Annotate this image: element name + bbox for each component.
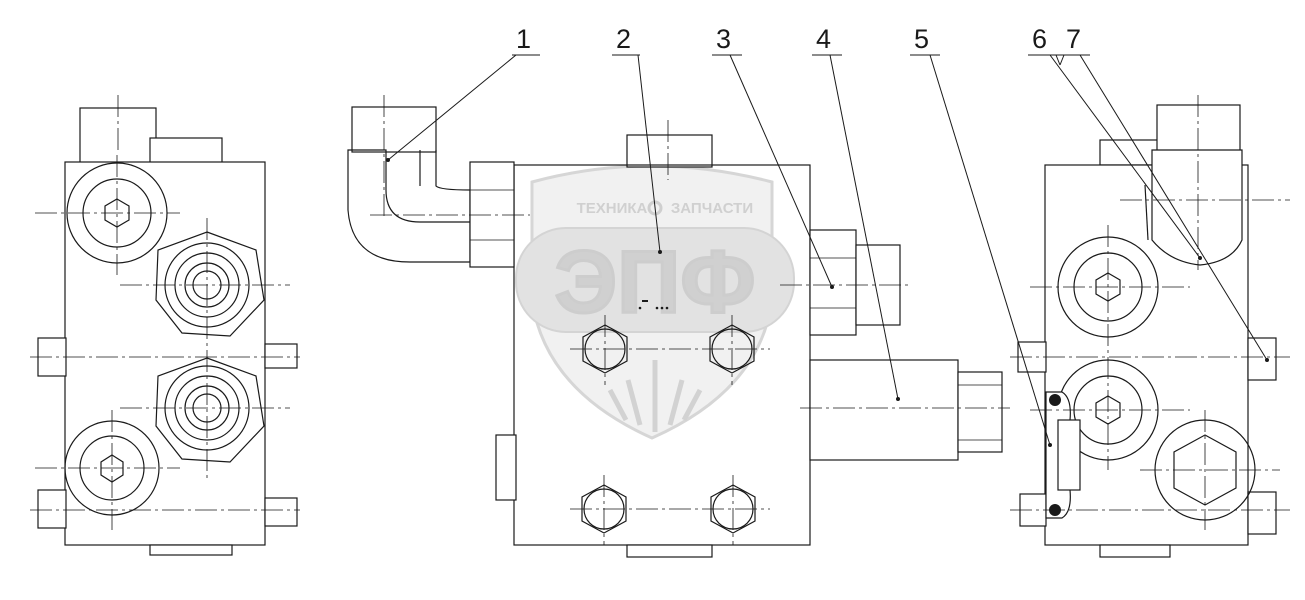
watermark-main-text: ЭПФ [555,232,756,331]
right-side-view [1010,95,1290,558]
watermark-text-left: ТЕХНИКА [577,200,648,217]
callout-3: 3 [716,24,731,54]
callout-7: 7 [1066,24,1081,54]
callout-4: 4 [816,24,831,54]
watermark-logo: ТЕХНИКА ЗАПЧАСТИ ЭПФ [515,164,795,440]
callout-labels: 1 2 3 4 5 6 7 [516,24,1081,54]
gear-icon [647,200,663,216]
callout-1: 1 [516,24,531,54]
callout-leaders [386,54,1269,447]
watermark-text-right: ЗАПЧАСТИ [671,200,753,217]
callout-5: 5 [914,24,929,54]
front-view [347,95,1010,558]
callout-2: 2 [616,24,631,54]
left-side-view [30,95,300,556]
callout-6: 6 [1032,24,1047,54]
wheat-icon [607,360,703,432]
